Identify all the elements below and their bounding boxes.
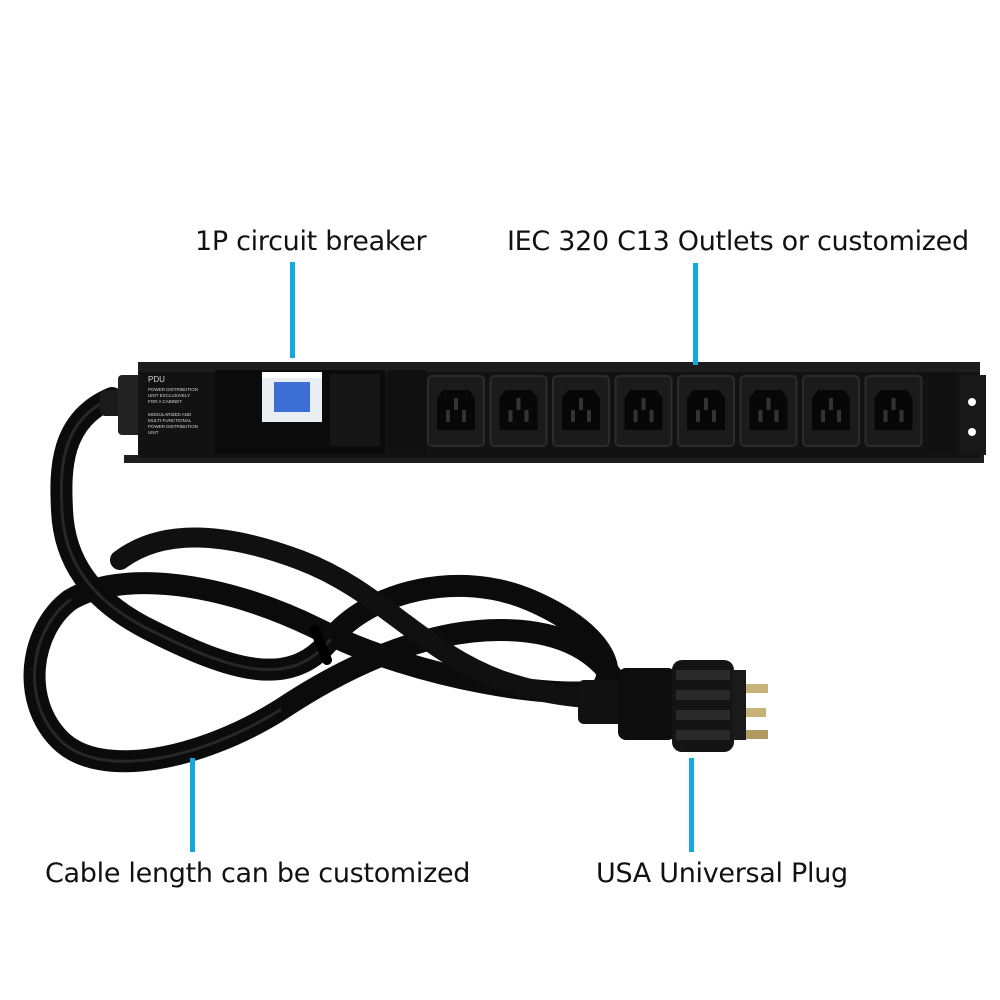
c13-outlet — [614, 375, 673, 447]
pdu-label-line: FOR A CABINET — [148, 399, 182, 404]
pdu-label-line: MODULARIZED AND — [148, 412, 192, 417]
c13-outlet — [427, 375, 485, 447]
power-cord — [23, 387, 631, 773]
callout-cable: Cable length can be customized — [45, 858, 471, 889]
leader-line-outlets — [693, 263, 698, 365]
cord-gland — [100, 375, 144, 435]
pdu-strip: PDU POWER DISTRIBUTION UNIT EXCLUSIVELY … — [124, 362, 986, 463]
c13-outlet — [552, 375, 610, 447]
usa-plug — [578, 660, 768, 752]
callout-plug: USA Universal Plug — [596, 858, 848, 889]
callout-outlets: IEC 320 C13 Outlets or customized — [507, 226, 969, 257]
circuit-breaker — [215, 370, 385, 454]
c13-outlet — [739, 375, 798, 447]
callout-breaker: 1P circuit breaker — [195, 226, 427, 257]
leader-line-cable — [190, 758, 195, 852]
pdu-label-line: UNIT EXCLUSIVELY — [148, 393, 190, 398]
pdu-label-line: POWER DISTRIBUTION — [148, 424, 198, 429]
pdu-label-line: PDU — [148, 375, 165, 384]
c13-outlet — [864, 375, 923, 447]
c13-outlet-row — [427, 375, 923, 447]
pdu-label-line: POWER DISTRIBUTION — [148, 387, 198, 392]
pdu-label-line: UNIT — [148, 430, 159, 435]
c13-outlet — [802, 375, 860, 447]
c13-outlet — [677, 375, 735, 447]
pdu-label-line: MULTI-FUNCTIONAL — [148, 418, 192, 423]
leader-line-breaker — [290, 262, 295, 358]
leader-line-plug — [689, 758, 694, 852]
pdu-printed-label: PDU POWER DISTRIBUTION UNIT EXCLUSIVELY … — [148, 375, 198, 435]
c13-outlet — [489, 375, 548, 447]
